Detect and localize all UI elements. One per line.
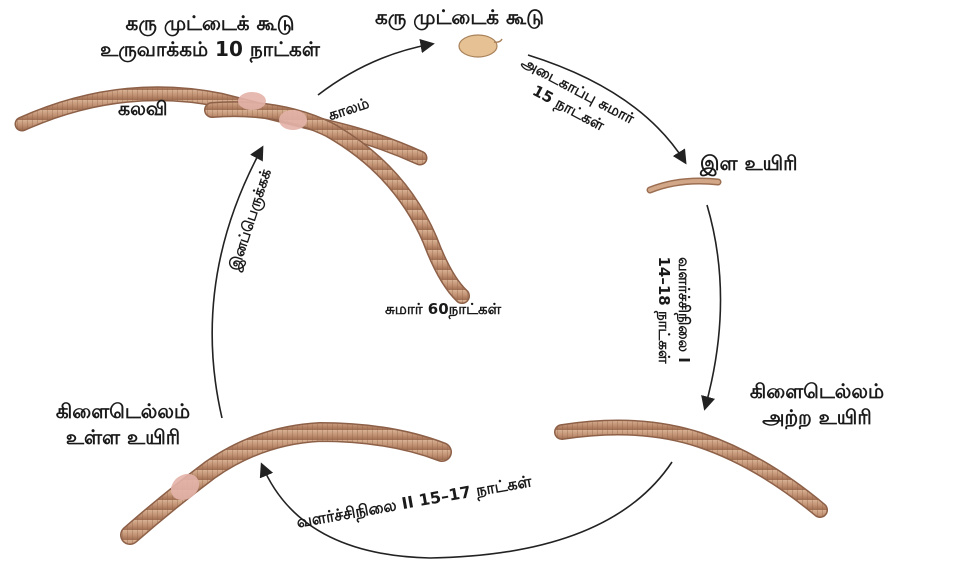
label-growth1: வளர்ச்சிநிலை I 14–18 நாட்கள் (653, 225, 693, 395)
label-clitellate: கிளைடெல்லம் உள்ள உயிரி (18, 398, 228, 450)
label-mating: கலவி (118, 96, 168, 122)
label-cocoon-formation: கரு முட்டைக் கூடு உருவாக்கம் 10 நாட்கள் (60, 10, 360, 62)
label-clitellate-line2: உள்ள உயிரி (18, 424, 228, 450)
label-cocoon-formation-line1: கரு முட்டைக் கூடு (60, 10, 360, 36)
label-growth1-line2: 14–18 நாட்கள் (653, 225, 673, 395)
label-non-clitellate: கிளைடெல்லம் அற்ற உயிரி (712, 378, 922, 430)
label-clitellate-line1: கிளைடெல்லம் (18, 398, 228, 424)
label-growth1-line1: வளர்ச்சிநிலை I (673, 225, 693, 395)
label-juvenile: இள உயிரி (700, 150, 798, 176)
cocoon-shape (459, 35, 497, 57)
label-about-60-days: சுமார் 60நாட்கள் (385, 296, 501, 322)
label-cocoon: கரு முட்டைக் கூடு (375, 4, 544, 30)
label-cocoon-formation-line2: உருவாக்கம் 10 நாட்கள் (60, 36, 360, 62)
label-non-clitellate-line2: அற்ற உயிரி (712, 404, 922, 430)
label-non-clitellate-line1: கிளைடெல்லம் (712, 378, 922, 404)
